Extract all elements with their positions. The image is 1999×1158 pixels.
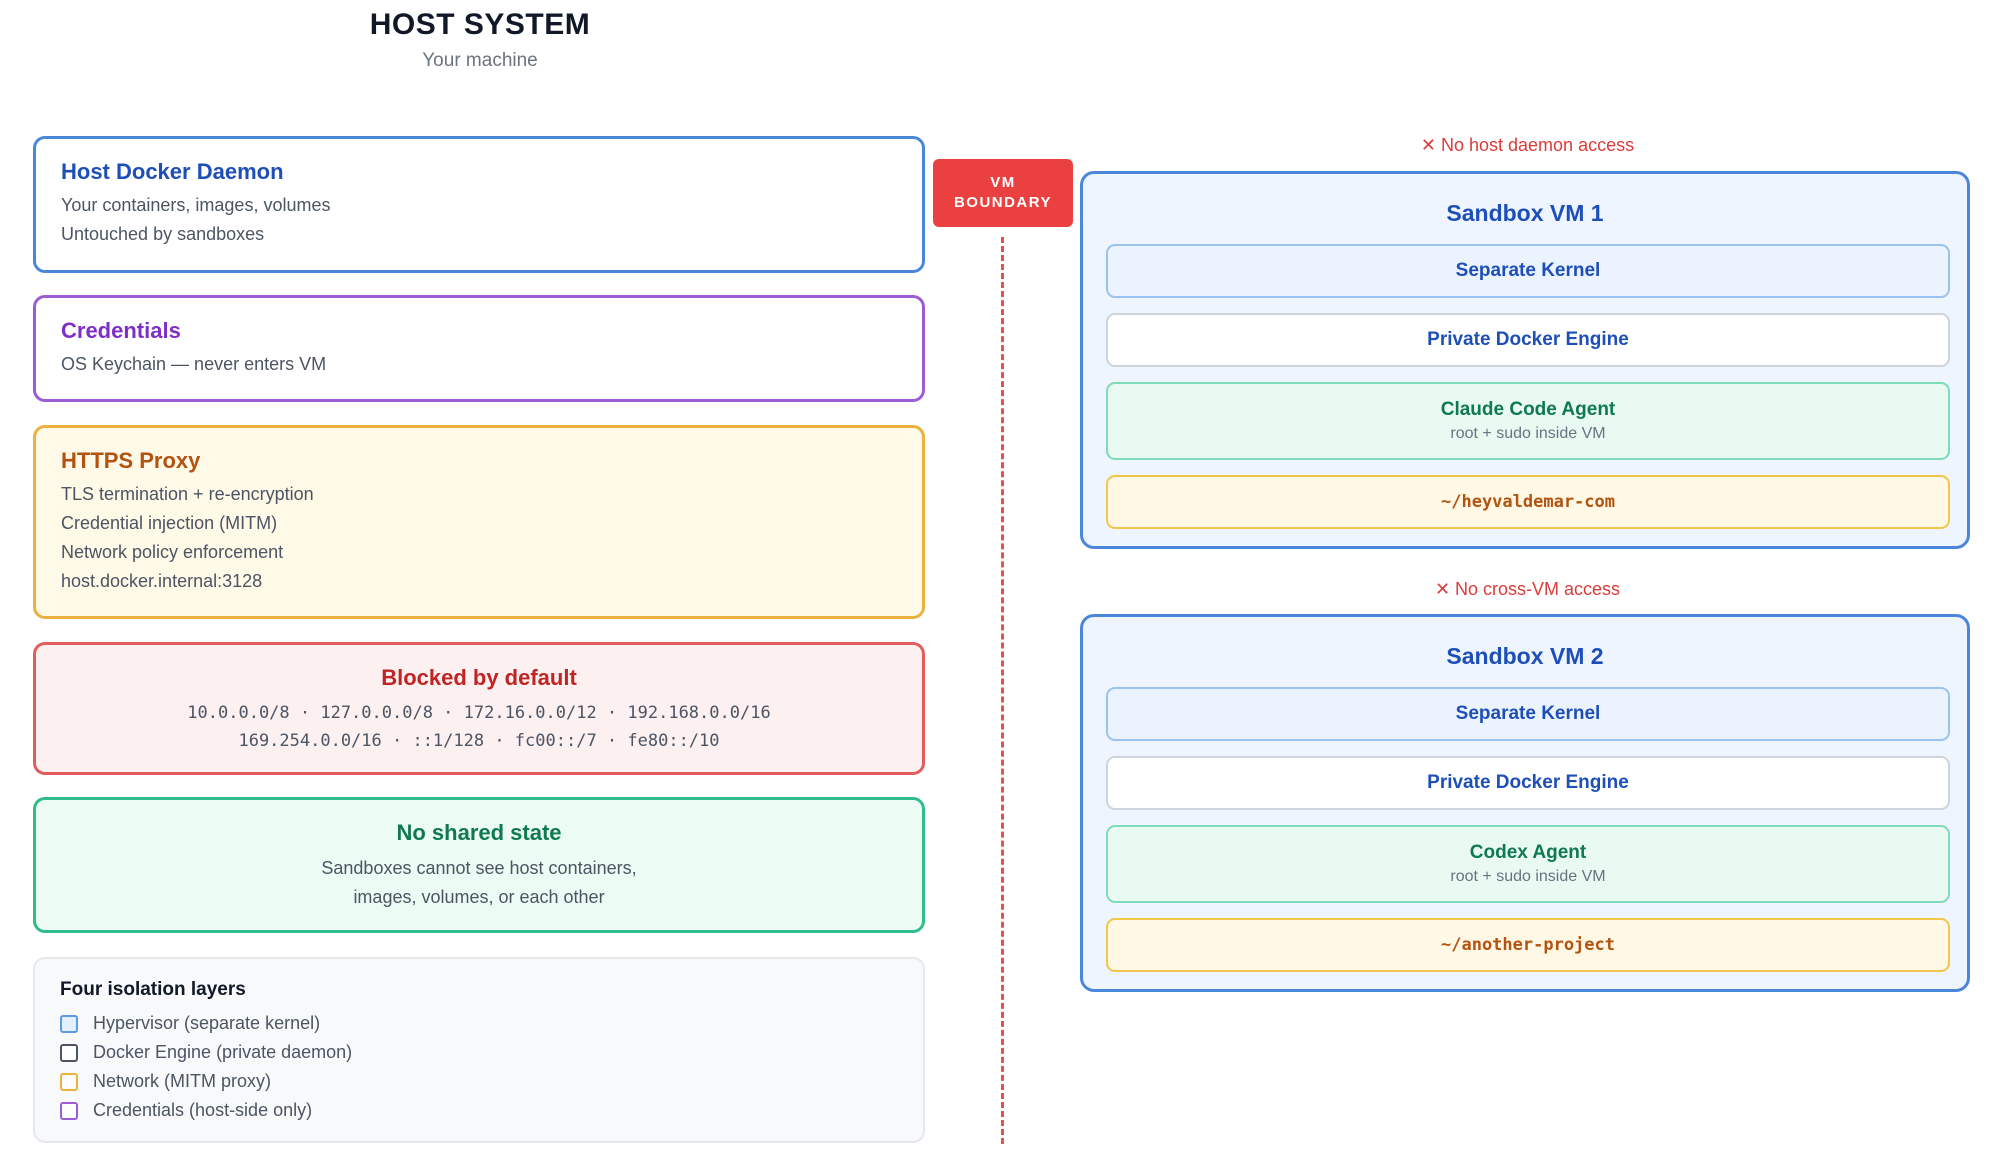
no-shared-state-box: No shared state Sandboxes cannot see hos…	[33, 797, 925, 933]
host-docker-daemon-line: Untouched by sandboxes	[61, 224, 265, 244]
agent-layer: Codex Agent root + sudo inside VM	[1106, 825, 1950, 903]
sandbox-vm-2: Sandbox VM 2 Separate Kernel Private Doc…	[1080, 614, 1970, 992]
https-proxy-box: HTTPS Proxy TLS termination + re-encrypt…	[33, 425, 925, 619]
https-proxy-line: Credential injection (MITM)	[61, 513, 278, 533]
sandbox-vm-title: Sandbox VM 2	[1446, 643, 1604, 669]
no-shared-state-title: No shared state	[396, 820, 562, 845]
host-docker-daemon-box: Host Docker Daemon Your containers, imag…	[33, 136, 925, 273]
legend-box: Four isolation layers Hypervisor (separa…	[33, 957, 925, 1143]
vm-boundary-label: VM	[990, 174, 1016, 191]
legend-swatch	[60, 1043, 78, 1062]
agent-layer: Claude Code Agent root + sudo inside VM	[1106, 382, 1950, 460]
https-proxy-title: HTTPS Proxy	[61, 448, 201, 473]
legend-label: Network (MITM proxy)	[93, 1071, 272, 1091]
legend-item-docker-engine: Docker Engine (private daemon)	[60, 1038, 898, 1067]
legend-label: Docker Engine (private daemon)	[93, 1042, 353, 1062]
separate-kernel-layer: Separate Kernel	[1106, 687, 1950, 741]
legend-label: Hypervisor (separate kernel)	[93, 1013, 321, 1033]
credentials-title: Credentials	[61, 318, 181, 343]
layer-sublabel: root + sudo inside VM	[1450, 425, 1606, 442]
credentials-box: Credentials OS Keychain — never enters V…	[33, 295, 925, 402]
layer-label: Codex Agent	[1469, 842, 1587, 863]
host-system-subtitle: Your machine	[422, 50, 538, 71]
blocked-ranges-line: 10.0.0.0/8 · 127.0.0.0/8 · 172.16.0.0/12…	[187, 703, 771, 723]
https-proxy-line: host.docker.internal:3128	[61, 571, 263, 591]
workspace-dir-layer: ~/another-project	[1106, 918, 1950, 972]
legend-title: Four isolation layers	[60, 979, 246, 1000]
separate-kernel-layer: Separate Kernel	[1106, 244, 1950, 298]
layer-sublabel: root + sudo inside VM	[1450, 868, 1606, 885]
legend-label: Credentials (host-side only)	[93, 1100, 313, 1120]
host-docker-daemon-line: Your containers, images, volumes	[61, 195, 331, 215]
layer-label: ~/another-project	[1441, 935, 1615, 955]
vm-boundary-label: BOUNDARY	[953, 194, 1053, 211]
legend-item-network: Network (MITM proxy)	[60, 1067, 898, 1096]
private-docker-engine-layer: Private Docker Engine	[1106, 756, 1950, 810]
https-proxy-line: TLS termination + re-encryption	[61, 484, 314, 504]
layer-label: Separate Kernel	[1455, 703, 1601, 724]
legend-item-credentials: Credentials (host-side only)	[60, 1096, 898, 1125]
host-system-title: HOST SYSTEM	[369, 8, 591, 41]
blocked-ranges-line: 169.254.0.0/16 · ::1/128 · fc00::/7 · fe…	[238, 731, 720, 751]
layer-label: Private Docker Engine	[1427, 329, 1629, 350]
legend-swatch	[60, 1072, 78, 1091]
legend-swatch	[60, 1101, 78, 1120]
sandbox-vm-1: Sandbox VM 1 Separate Kernel Private Doc…	[1080, 171, 1970, 549]
credentials-line: OS Keychain — never enters VM	[61, 354, 327, 374]
layer-label: Claude Code Agent	[1440, 399, 1616, 420]
workspace-dir-layer: ~/heyvaldemar-com	[1106, 475, 1950, 529]
https-proxy-line: Network policy enforcement	[61, 542, 284, 562]
no-cross-vm-access-note: ✕ No cross-VM access	[1434, 579, 1621, 599]
layer-label: ~/heyvaldemar-com	[1441, 492, 1615, 512]
no-shared-state-line: Sandboxes cannot see host containers,	[321, 858, 637, 878]
layer-label: Separate Kernel	[1455, 260, 1601, 281]
sandbox-vm-title: Sandbox VM 1	[1446, 200, 1604, 226]
vm-boundary-line	[1001, 237, 1004, 1144]
layer-label: Private Docker Engine	[1427, 772, 1629, 793]
legend-swatch	[60, 1014, 78, 1033]
private-docker-engine-layer: Private Docker Engine	[1106, 313, 1950, 367]
legend-item-hypervisor: Hypervisor (separate kernel)	[60, 1009, 898, 1038]
blocked-by-default-box: Blocked by default 10.0.0.0/8 · 127.0.0.…	[33, 642, 925, 775]
vm-boundary-badge: VM BOUNDARY	[933, 159, 1073, 227]
no-host-daemon-access-note: ✕ No host daemon access	[1420, 135, 1635, 155]
no-shared-state-line: images, volumes, or each other	[353, 887, 605, 907]
host-docker-daemon-title: Host Docker Daemon	[61, 159, 284, 184]
blocked-by-default-title: Blocked by default	[381, 665, 577, 690]
